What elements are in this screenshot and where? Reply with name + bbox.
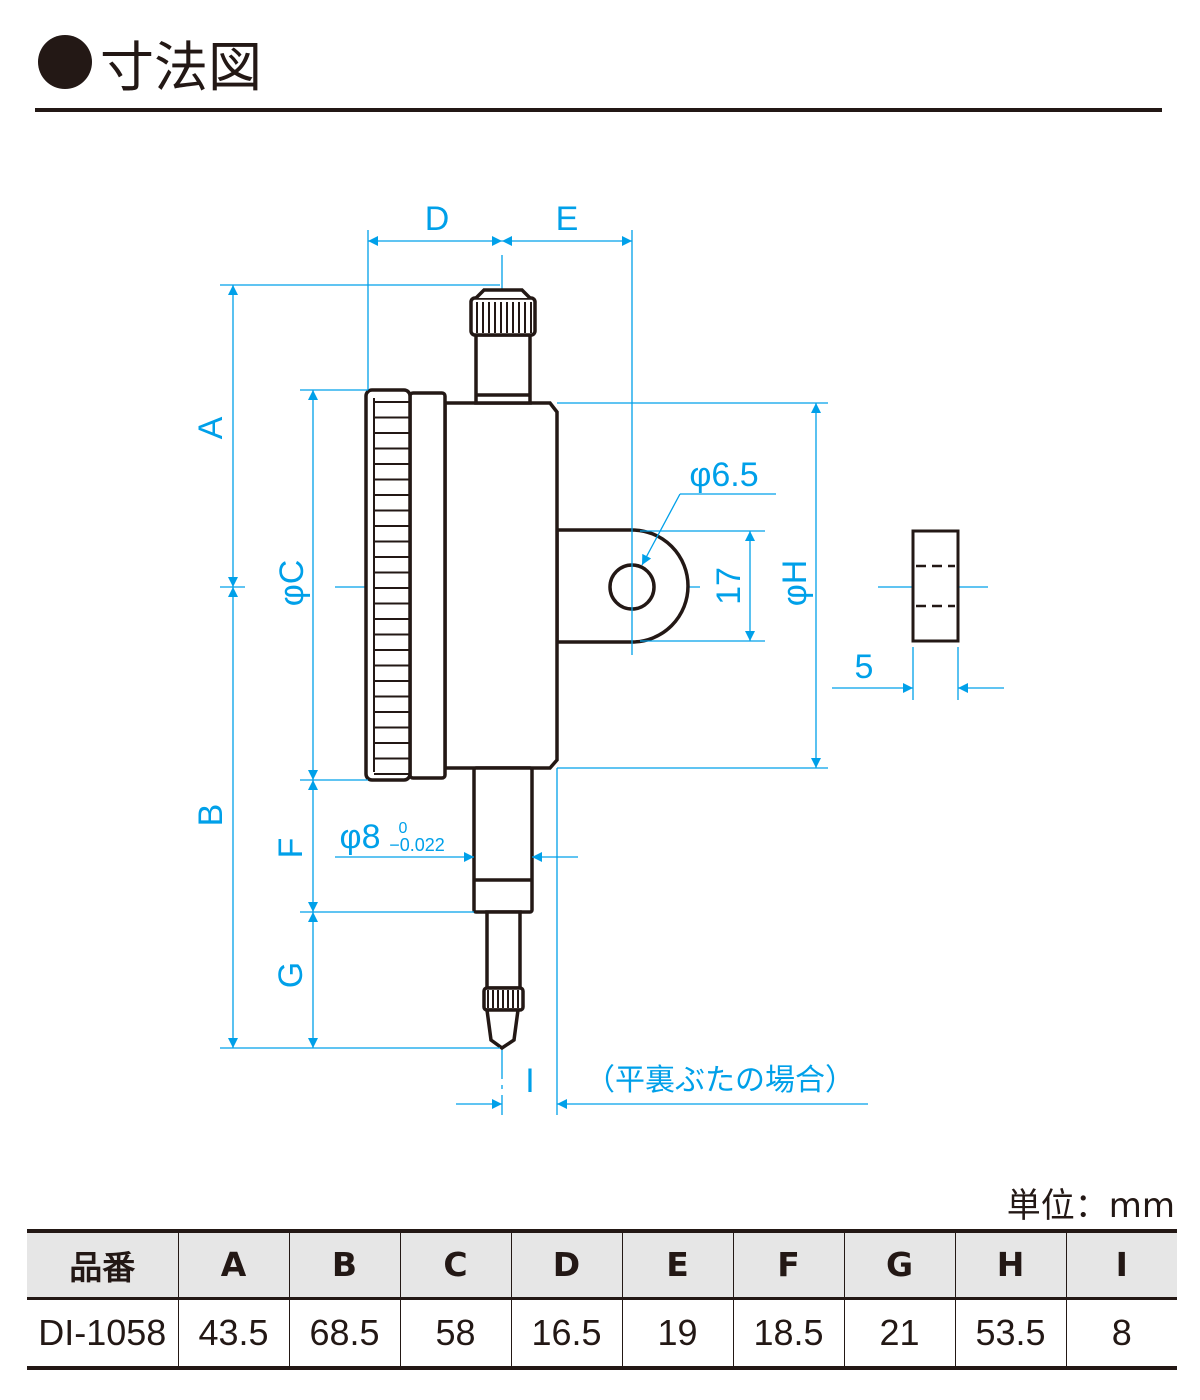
hidden-lines xyxy=(916,564,955,608)
header-part-no: 品番 xyxy=(69,1247,136,1287)
label-b: B xyxy=(192,804,230,827)
header-b: B xyxy=(288,1231,400,1298)
cell-b: 68.5 xyxy=(288,1298,400,1368)
header-g: G xyxy=(843,1231,955,1298)
cell-c: 58 xyxy=(399,1298,511,1368)
header-f: F xyxy=(732,1231,844,1298)
extension-lines xyxy=(220,230,959,1115)
label-i: I xyxy=(525,1062,534,1100)
dimension-lines xyxy=(228,236,1004,1109)
label-lug-height: 17 xyxy=(710,567,748,605)
header-e: E xyxy=(621,1231,733,1298)
label-f: F xyxy=(272,838,310,859)
page-title: 寸法図 xyxy=(100,36,262,99)
header-d: D xyxy=(510,1231,622,1298)
label-d: D xyxy=(425,200,450,238)
unit-label: 単位：mm xyxy=(1006,1186,1175,1226)
header-c: C xyxy=(399,1231,511,1298)
cell-a: 43.5 xyxy=(177,1298,289,1368)
title-rule xyxy=(35,108,1162,112)
knurling xyxy=(373,302,532,1008)
header-a: A xyxy=(177,1231,289,1298)
dimension-labels: D E A B φC F G φH 17 φ6.5 5 I φ8 0 −0.02… xyxy=(192,200,873,1100)
table-header-row: 品番 A B C D E F G H I xyxy=(27,1231,1177,1298)
label-hole-dia: φ6.5 xyxy=(689,456,758,494)
cell-f: 18.5 xyxy=(732,1298,844,1368)
table-row: DI-1058 43.5 68.5 58 16.5 19 18.5 21 53.… xyxy=(27,1298,1177,1368)
cell-g: 21 xyxy=(843,1298,955,1368)
black-circle-icon xyxy=(38,35,92,89)
label-stem-dia: φ8 xyxy=(340,818,381,856)
label-e: E xyxy=(556,200,579,238)
label-g: G xyxy=(272,962,310,988)
label-stem-tol-lower: −0.022 xyxy=(389,835,445,855)
header-h: H xyxy=(954,1231,1066,1298)
cell-i: 8 xyxy=(1065,1298,1177,1368)
label-stem-tol-upper: 0 xyxy=(399,820,408,837)
cell-h: 53.5 xyxy=(954,1298,1066,1368)
dimension-drawing: 寸法図 xyxy=(35,35,1162,1115)
label-note: （平裏ぶたの場合） xyxy=(585,1064,855,1097)
header-i: I xyxy=(1065,1231,1177,1298)
cell-d: 16.5 xyxy=(510,1298,622,1368)
label-a: A xyxy=(192,416,230,439)
label-lug-thickness: 5 xyxy=(855,648,874,686)
spec-table: 品番 A B C D E F G H I DI-1058 43.5 68.5 5… xyxy=(27,1229,1177,1370)
cell-e: 19 xyxy=(621,1298,733,1368)
cell-part-no: DI-1058 xyxy=(38,1311,167,1353)
label-h: φH xyxy=(776,560,814,607)
label-c: φC xyxy=(273,560,311,607)
